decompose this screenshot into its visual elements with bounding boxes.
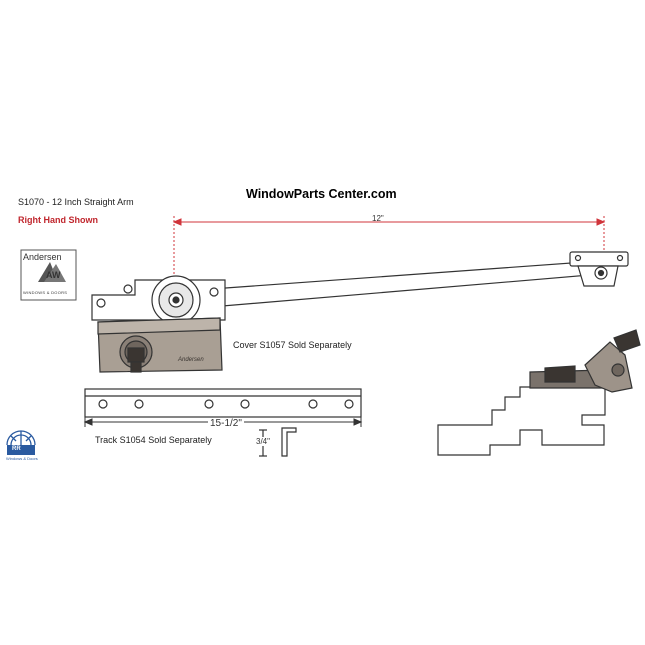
andersen-logo — [20, 249, 77, 301]
part-title: S1070 - 12 Inch Straight Arm — [18, 197, 134, 207]
website-label: WindowParts Center.com — [246, 187, 397, 201]
operator-body — [91, 275, 226, 373]
operator-engraving: Andersen — [178, 357, 204, 363]
track-length-label: 15-1/2" — [208, 418, 244, 429]
installed-side-view — [437, 329, 641, 456]
orientation-note: Right Hand Shown — [18, 215, 98, 225]
corner-logo-initials: RR — [12, 446, 21, 452]
straight-arm — [169, 251, 629, 311]
corner-logo — [6, 430, 36, 455]
corner-logo-tagline: Windows & Doors — [6, 456, 38, 461]
bracket-height-label: 3/4" — [256, 437, 270, 446]
cover-note: Cover S1057 Sold Separately — [233, 340, 352, 350]
arm-length-label: 12" — [372, 214, 384, 223]
track-note: Track S1054 Sold Separately — [95, 435, 212, 445]
andersen-logo-name: Andersen — [23, 252, 62, 262]
andersen-logo-tagline: WINDOWS & DOORS — [23, 290, 68, 295]
andersen-logo-mark: AW — [46, 270, 61, 280]
track — [84, 388, 362, 418]
